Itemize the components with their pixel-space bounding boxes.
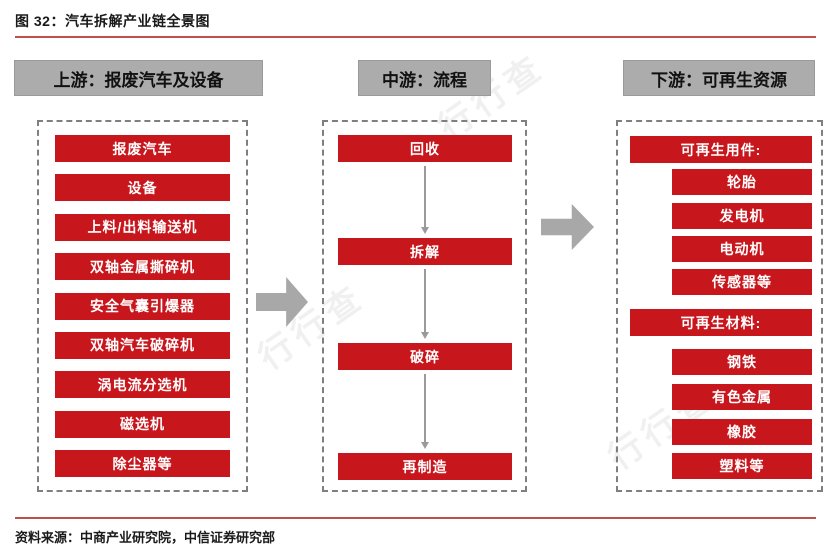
source-divider (15, 517, 816, 519)
upstream-item: 双轴金属撕碎机 (55, 253, 230, 281)
midstream-panel: 回收 拆解 破碎 再制造 (322, 120, 527, 492)
downstream-item: 发电机 (672, 203, 812, 229)
upstream-item: 上料/出料输送机 (55, 213, 230, 241)
downstream-group-label: 可再生材料: (630, 309, 812, 336)
down-arrow-icon (420, 269, 429, 339)
downstream-item: 有色金属 (672, 384, 812, 410)
downstream-item: 橡胶 (672, 419, 812, 445)
upstream-header: 上游：报废汽车及设备 (14, 60, 263, 96)
upstream-item: 涡电流分选机 (55, 371, 230, 399)
down-arrow-icon (420, 166, 429, 234)
down-arrow-icon (420, 374, 429, 449)
downstream-item: 塑料等 (672, 453, 812, 479)
downstream-panel: 可再生用件: 轮胎 发电机 电动机 传感器等 可再生材料: 钢铁 有色金属 橡胶… (616, 120, 823, 492)
downstream-item: 钢铁 (672, 349, 812, 375)
upstream-item: 磁选机 (55, 410, 230, 438)
process-step: 拆解 (338, 238, 512, 265)
process-step: 破碎 (338, 343, 512, 370)
midstream-header: 中游：流程 (358, 60, 491, 96)
downstream-item: 轮胎 (672, 169, 812, 195)
upstream-item: 双轴汽车破碎机 (55, 331, 230, 359)
figure-title: 图 32：汽车拆解产业链全景图 (15, 13, 210, 29)
right-arrow-icon (256, 277, 308, 327)
upstream-item: 安全气囊引爆器 (55, 292, 230, 320)
title-divider (15, 36, 816, 38)
upstream-panel: 报废汽车 设备 上料/出料输送机 双轴金属撕碎机 安全气囊引爆器 双轴汽车破碎机… (37, 120, 248, 492)
source-text: 资料来源：中商产业研究院，中信证券研究部 (15, 530, 276, 545)
right-arrow-icon (541, 204, 594, 250)
downstream-item: 电动机 (672, 236, 812, 262)
downstream-item: 传感器等 (672, 269, 812, 295)
process-step: 回收 (338, 135, 512, 162)
downstream-group-label: 可再生用件: (630, 136, 812, 163)
process-step: 再制造 (338, 453, 512, 480)
upstream-item: 除尘器等 (55, 450, 230, 477)
upstream-item: 设备 (55, 174, 230, 202)
downstream-header: 下游：可再生资源 (623, 60, 815, 96)
upstream-item: 报废汽车 (55, 135, 230, 162)
